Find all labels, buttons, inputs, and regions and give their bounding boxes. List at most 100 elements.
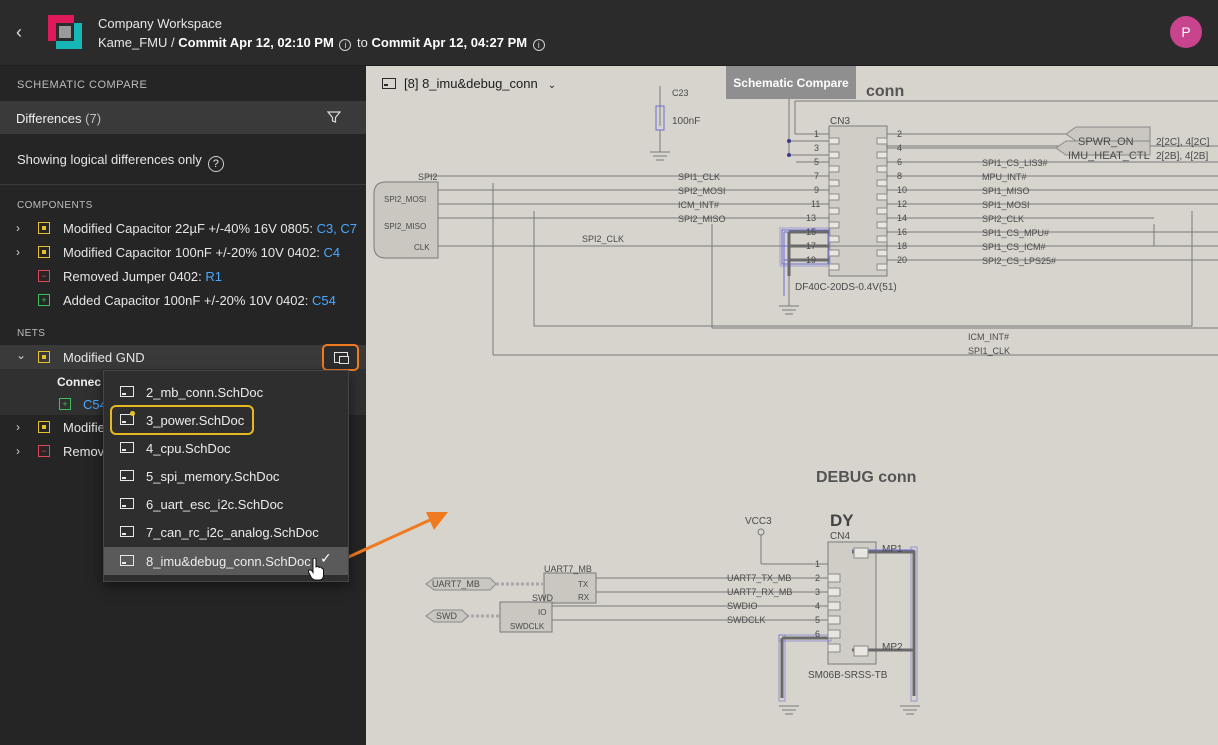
breadcrumb: Kame_FMU / Commit Apr 12, 02:10 PM i to … (98, 35, 547, 51)
component-link[interactable]: C3, C7 (316, 221, 358, 236)
help-icon[interactable]: ? (207, 156, 224, 172)
modified-icon (38, 222, 50, 234)
svg-text:SPI1_CLK: SPI1_CLK (678, 172, 720, 182)
sheet-dropdown: 2_mb_conn.SchDoc 3_power.SchDoc 4_cpu.Sc… (103, 370, 349, 582)
document-icon (120, 498, 134, 509)
svg-text:SPI1_MISO: SPI1_MISO (982, 186, 1030, 196)
svg-text:MP2: MP2 (882, 642, 903, 653)
sheet-select-icon (334, 352, 349, 364)
svg-text:IMU_HEAT_CTL: IMU_HEAT_CTL (1068, 150, 1150, 162)
svg-text:SPI1_MOSI: SPI1_MOSI (982, 200, 1030, 210)
modified-icon (38, 246, 50, 258)
sheet-option-selected[interactable]: 8_imu&debug_conn.SchDoc ✓ (104, 547, 348, 575)
svg-text:8: 8 (897, 171, 902, 181)
modified-icon (38, 351, 50, 363)
svg-text:RX: RX (578, 593, 590, 602)
component-item[interactable]: › Modified Capacitor 100nF +/-20% 10V 04… (16, 245, 341, 260)
svg-text:6: 6 (897, 157, 902, 167)
svg-text:SPI1_CLK: SPI1_CLK (968, 346, 1010, 356)
net-item[interactable]: ⌄ Modified GND (0, 345, 366, 370)
info-icon[interactable]: i (339, 39, 352, 51)
svg-text:SWDIO: SWDIO (727, 601, 758, 611)
filter-icon[interactable] (327, 110, 341, 124)
logical-differences-note: Showing logical differences only? (17, 152, 224, 172)
app-logo (48, 15, 82, 49)
canvas-toolbar: [8] 8_imu&debug_conn⌄ Schematic Compare (366, 66, 1218, 100)
project-name[interactable]: Kame_FMU (98, 35, 168, 50)
svg-text:100nF: 100nF (672, 116, 700, 127)
nets-heading: NETS (17, 328, 46, 339)
component-link[interactable]: R1 (205, 269, 222, 284)
component-link[interactable]: C4 (323, 245, 341, 260)
document-icon (120, 442, 134, 453)
svg-text:SWDCLK: SWDCLK (727, 615, 766, 625)
svg-text:6: 6 (815, 629, 820, 639)
svg-text:3: 3 (814, 143, 819, 153)
svg-text:1: 1 (814, 129, 819, 139)
svg-text:SPI2_CLK: SPI2_CLK (982, 214, 1024, 224)
net-item[interactable]: › − Remove (16, 444, 112, 459)
svg-text:MPU_INT#: MPU_INT# (982, 172, 1027, 182)
select-sheet-button[interactable] (322, 344, 359, 371)
avatar[interactable]: P (1170, 16, 1202, 48)
component-item[interactable]: + Added Capacitor 100nF +/-20% 10V 0402:… (0, 290, 366, 312)
document-icon (120, 526, 134, 537)
commit-to[interactable]: Commit Apr 12, 04:27 PM (371, 35, 528, 50)
tab-schematic-compare[interactable]: Schematic Compare (726, 66, 856, 99)
svg-text:18: 18 (897, 241, 907, 251)
svg-text:SPI2_MISO: SPI2_MISO (384, 222, 426, 231)
document-icon (382, 78, 396, 89)
svg-text:UART7_TX_MB: UART7_TX_MB (727, 573, 791, 583)
document-modified-icon (120, 411, 135, 425)
svg-text:15: 15 (806, 227, 816, 237)
svg-text:SPI2_MISO: SPI2_MISO (678, 214, 726, 224)
check-icon: ✓ (320, 550, 332, 566)
chevron-down-icon[interactable]: ⌄ (16, 348, 27, 362)
differences-header[interactable]: Differences (7) (0, 101, 366, 134)
document-icon (120, 555, 134, 566)
back-icon[interactable]: ‹ (16, 22, 22, 42)
svg-text:4: 4 (897, 143, 902, 153)
svg-text:9: 9 (814, 185, 819, 195)
commit-from[interactable]: Commit Apr 12, 02:10 PM (178, 35, 334, 50)
sheet-selector[interactable]: [8] 8_imu&debug_conn⌄ (382, 76, 556, 91)
chevron-right-icon[interactable]: › (16, 221, 20, 235)
svg-text:SPI1_CS_MPU#: SPI1_CS_MPU# (982, 228, 1049, 238)
svg-text:UART7_MB: UART7_MB (544, 564, 592, 574)
divider (0, 184, 366, 185)
chevron-right-icon[interactable]: › (16, 420, 20, 434)
svg-text:DF40C-20DS-0.4V(51): DF40C-20DS-0.4V(51) (795, 282, 897, 293)
schematic-canvas[interactable]: C23 100nF CN3 DF40C-20DS-0.4V(51) conn S… (366, 66, 1218, 745)
sheet-option[interactable]: 3_power.SchDoc (110, 405, 254, 435)
svg-text:5: 5 (814, 157, 819, 167)
chevron-right-icon[interactable]: › (16, 444, 20, 458)
svg-text:SWDCLK: SWDCLK (510, 622, 545, 631)
sheet-option[interactable]: 5_spi_memory.SchDoc (104, 463, 348, 489)
top-header: ‹ Company Workspace Kame_FMU / Commit Ap… (0, 0, 1218, 66)
component-item[interactable]: − Removed Jumper 0402: R1 (0, 266, 366, 288)
svg-text:ICM_INT#: ICM_INT# (968, 332, 1009, 342)
info-icon[interactable]: i (532, 39, 545, 51)
svg-text:SPI2_CLK: SPI2_CLK (582, 234, 624, 244)
svg-text:UART7_RX_MB: UART7_RX_MB (727, 587, 792, 597)
sheet-option[interactable]: 7_can_rc_i2c_analog.SchDoc (104, 519, 348, 545)
svg-text:SPI2_MOSI: SPI2_MOSI (384, 195, 426, 204)
svg-text:SWD: SWD (532, 593, 553, 603)
sheet-option[interactable]: 6_uart_esc_i2c.SchDoc (104, 491, 348, 517)
svg-text:SPI2: SPI2 (418, 172, 438, 182)
svg-text:1: 1 (815, 559, 820, 569)
svg-text:17: 17 (806, 241, 816, 251)
component-item[interactable]: › Modified Capacitor 22µF +/-40% 16V 080… (16, 221, 358, 236)
chevron-right-icon[interactable]: › (16, 245, 20, 259)
removed-icon: − (38, 270, 50, 282)
component-link[interactable]: C54 (311, 293, 336, 308)
component-link[interactable]: C54 (83, 397, 107, 412)
removed-icon: − (38, 445, 50, 457)
sheet-option[interactable]: 2_mb_conn.SchDoc (104, 379, 348, 405)
svg-text:UART7_MB: UART7_MB (432, 579, 480, 589)
net-item[interactable]: › Modifie (16, 420, 105, 435)
differences-count: (7) (85, 111, 102, 126)
document-icon (120, 470, 134, 481)
svg-text:CN4: CN4 (830, 531, 850, 542)
sheet-option[interactable]: 4_cpu.SchDoc (104, 435, 348, 461)
